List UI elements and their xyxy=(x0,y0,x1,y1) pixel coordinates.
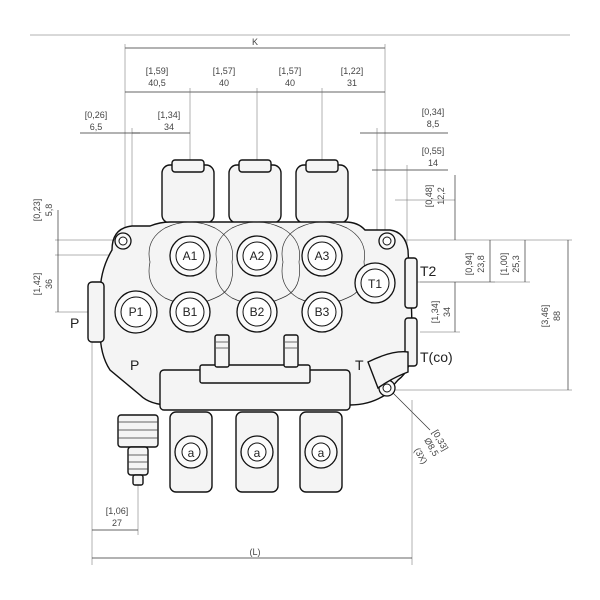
p-inlet-boss xyxy=(87,281,105,343)
dim-tco-in: [1,34] xyxy=(430,301,440,324)
t2-boss xyxy=(404,257,418,309)
dim-right-edge-mm: 8,5 xyxy=(427,119,440,129)
port-a3-label: A3 xyxy=(315,249,330,263)
dim-left-p-in: [1,42] xyxy=(32,273,42,296)
dim-right-hole-mm: 12,2 xyxy=(436,187,446,205)
dim-left-offset-mm: 34 xyxy=(164,122,174,132)
label-t-body: T xyxy=(355,357,364,373)
port-a1-label: A1 xyxy=(183,249,198,263)
label-tco: T(co) xyxy=(420,349,453,365)
dim-bottom-mm: 27 xyxy=(112,518,122,528)
svg-text:a: a xyxy=(254,446,261,460)
port-t1-label: T1 xyxy=(368,277,382,291)
dim-hole-qty: (3X) xyxy=(412,446,429,466)
dim-right-side-mm: 14 xyxy=(428,158,438,168)
ports: A1 A2 A3 P1 B1 B2 B3 T1 xyxy=(114,235,396,334)
dim-tco-mm: 34 xyxy=(442,307,452,317)
port-p1-label: P1 xyxy=(129,305,144,319)
top-dimensions: K [1,59] 40,5 [1,57] 40 [1,57] 40 [1,22]… xyxy=(80,37,448,260)
dim-s4-in: [1,22] xyxy=(341,66,364,76)
port-b3-label: B3 xyxy=(315,305,330,319)
dim-bottom-in: [1,06] xyxy=(106,506,129,516)
dim-s1-in: [1,59] xyxy=(146,66,169,76)
relief-adjuster xyxy=(127,446,149,476)
dim-s3-mm: 40 xyxy=(285,78,295,88)
dim-left-hole-mm: 5,8 xyxy=(44,204,54,217)
dim-t2-a-in: [0,94] xyxy=(464,253,474,276)
port-a2-label: A2 xyxy=(250,249,265,263)
dim-left-p-mm: 36 xyxy=(44,279,54,289)
dim-s2-mm: 40 xyxy=(219,78,229,88)
dim-t2-b-mm: 25,3 xyxy=(511,255,521,273)
dim-l: (L) xyxy=(250,547,261,557)
dim-t2-a-mm: 23,8 xyxy=(476,255,486,273)
dim-s2-in: [1,57] xyxy=(213,66,236,76)
dim-right-hole-in: [0,48] xyxy=(424,185,434,208)
dim-k: K xyxy=(252,37,258,47)
dim-height-mm: 88 xyxy=(552,311,562,321)
spool-cap-2 xyxy=(228,164,282,224)
dim-t2-b-in: [1,00] xyxy=(499,253,509,276)
spool-cap-1 xyxy=(161,164,215,224)
spool-cap-3 xyxy=(295,164,349,224)
dim-right-side-in: [0,55] xyxy=(422,146,445,156)
dim-right-edge-in: [0,34] xyxy=(422,107,445,117)
relief-body xyxy=(117,414,159,448)
handle-stems: a a a xyxy=(117,411,343,493)
dim-s3-in: [1,57] xyxy=(279,66,302,76)
dim-s4-mm: 31 xyxy=(347,78,357,88)
label-p-body: P xyxy=(130,357,139,373)
dim-left-edge-in: [0,26] xyxy=(85,110,108,120)
svg-text:a: a xyxy=(188,446,195,460)
svg-text:a: a xyxy=(318,446,325,460)
dim-left-hole-in: [0,23] xyxy=(32,199,42,222)
port-b1-label: B1 xyxy=(183,305,198,319)
dim-height-in: [3,46] xyxy=(540,305,550,328)
left-dimensions: [0,23] 5,8 [1,42] 36 xyxy=(32,199,120,313)
label-t2: T2 xyxy=(420,263,437,279)
label-p-side: P xyxy=(70,315,79,331)
dim-left-edge-mm: 6,5 xyxy=(90,122,103,132)
port-b2-label: B2 xyxy=(250,305,265,319)
dim-s1-mm: 40,5 xyxy=(148,78,166,88)
dim-left-offset-in: [1,34] xyxy=(158,110,181,120)
